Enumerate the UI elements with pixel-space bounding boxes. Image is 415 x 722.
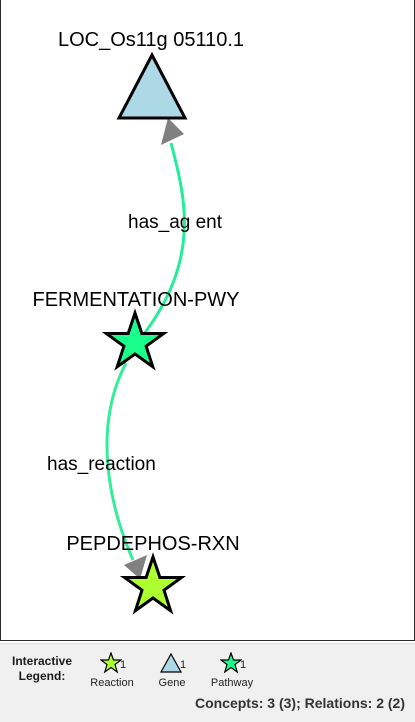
network-graph[interactable]: has_ag ent has_reaction LOC_Os11g 05110.… [1,0,414,640]
legend-title-line1: Interactive [11,654,73,668]
reaction-node-label: PEPDEPHOS-RXN [66,533,239,555]
gene-node-triangle-icon[interactable] [116,51,188,120]
edge-has-reaction[interactable] [105,362,135,561]
legend-item-reaction[interactable]: 1 Reaction [84,650,140,690]
legend-count-reaction: 1 [120,659,127,671]
edge-label-has-reaction: has_reaction [47,454,156,475]
legend-title: Interactive Legend: [4,654,80,684]
legend-item-pathway[interactable]: 1 Pathway [204,650,260,690]
gene-node-label: LOC_Os11g 05110.1 [58,29,244,51]
triangle-icon [160,652,182,673]
edge-has-agent[interactable] [139,142,186,339]
legend-title-line2: Legend: [18,669,66,683]
legend-count-pathway: 1 [240,659,247,671]
legend-label-reaction: Reaction [90,677,134,689]
pathway-node-label: FERMENTATION-PWY [32,289,239,311]
graph-canvas[interactable]: has_ag ent has_reaction LOC_Os11g 05110.… [0,0,415,641]
edge-arrowhead-has-agent [161,118,184,145]
legend-label-pathway: Pathway [210,677,254,689]
pathway-node-star-icon[interactable] [101,308,169,371]
legend-count-gene: 1 [180,659,187,671]
star-icon [100,652,122,674]
interactive-legend: Interactive Legend: 1 Reaction 1 Gene 1 … [0,643,415,692]
edge-arrowhead-has-reaction [124,555,147,579]
reaction-node-star-icon[interactable] [119,552,187,615]
legend-item-gene[interactable]: 1 Gene [144,650,200,690]
star-icon [220,652,242,674]
status-summary: Concepts: 3 (3); Relations: 2 (2) [194,695,405,711]
status-bar: Concepts: 3 (3); Relations: 2 (2) [0,692,415,722]
legend-label-gene: Gene [158,677,186,689]
edge-label-has-agent: has_ag ent [128,212,223,233]
